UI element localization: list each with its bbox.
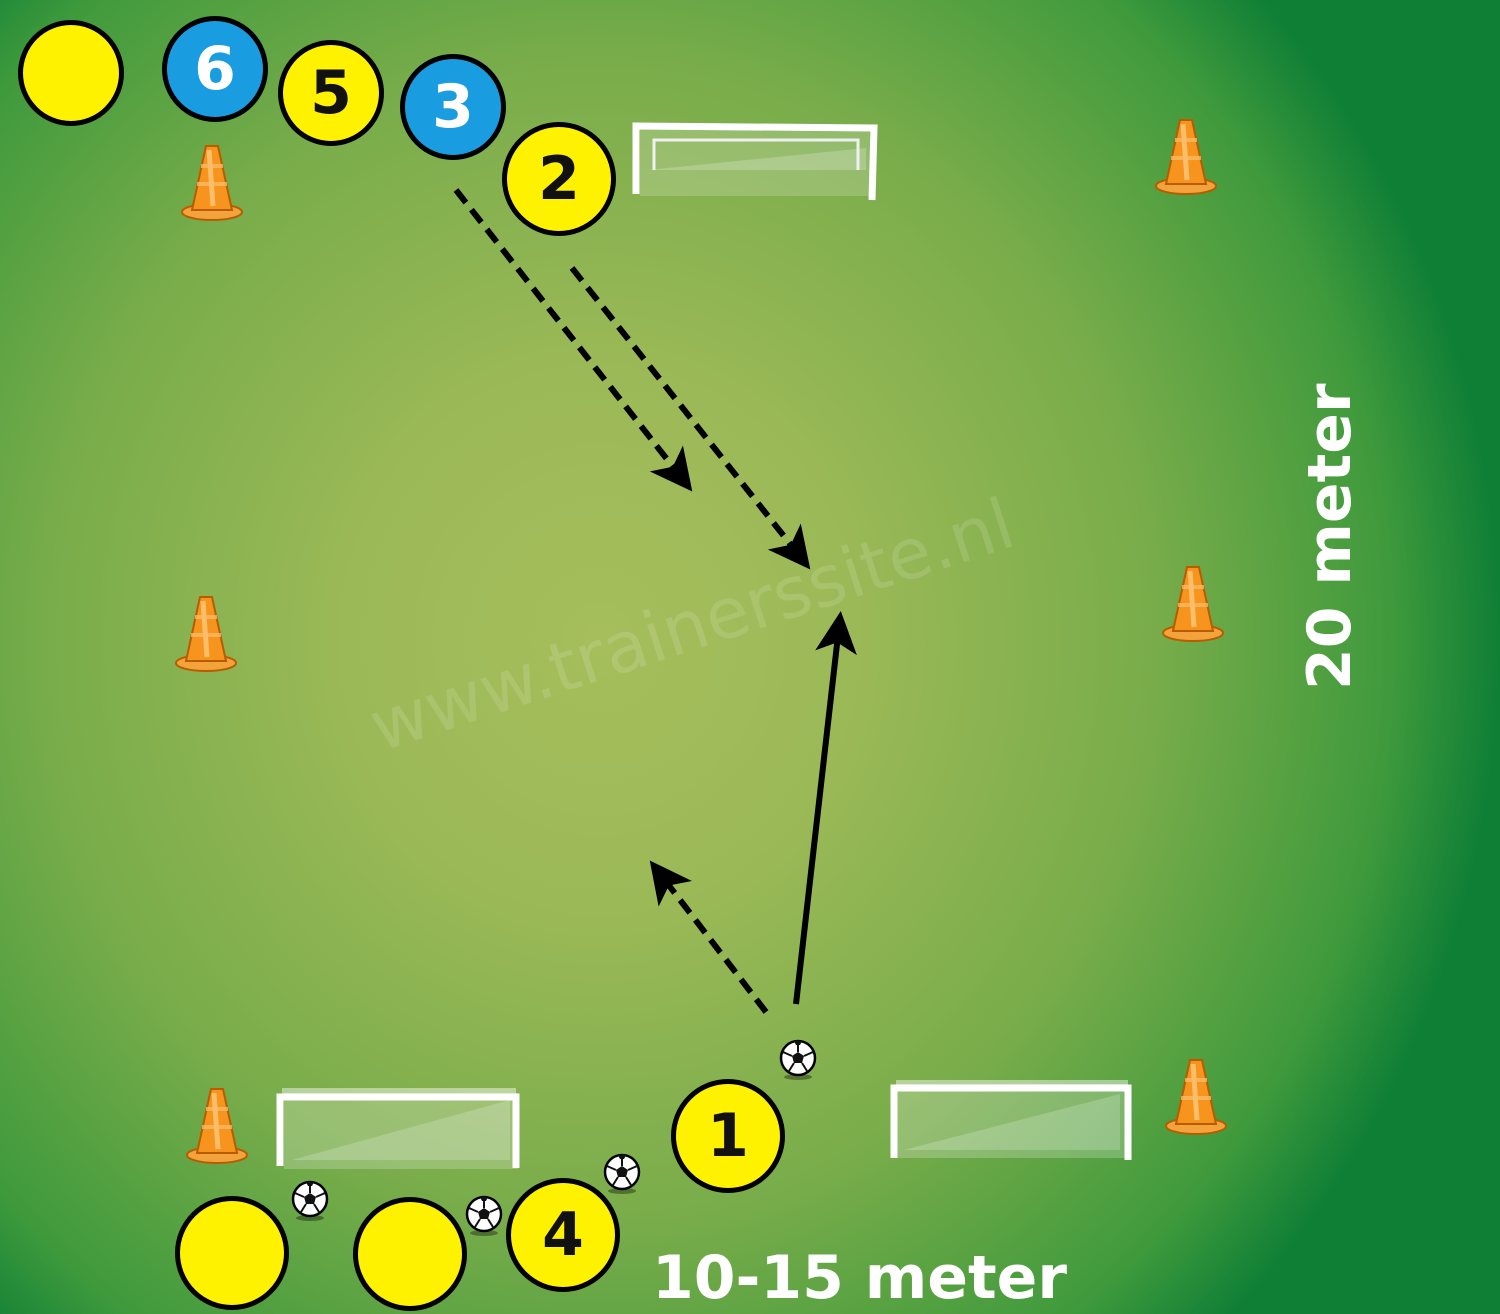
player-marker: 6 (162, 16, 268, 122)
player-marker: 2 (502, 122, 616, 236)
goal-icon (890, 1080, 1132, 1160)
run-arrow (453, 188, 693, 492)
length-label: 20 meter (1295, 383, 1365, 690)
player-number: 3 (432, 72, 474, 142)
player-marker (175, 1196, 289, 1310)
cone-icon (1166, 1060, 1226, 1134)
run-arrow (649, 860, 769, 1014)
player-number: 4 (542, 1200, 584, 1270)
soccer-ball-icon (779, 1039, 817, 1082)
pass-arrow (793, 611, 857, 1005)
run-arrow (569, 266, 811, 570)
player-marker: 4 (506, 1178, 620, 1292)
player-marker: 3 (400, 54, 506, 160)
cone-icon (1163, 567, 1223, 641)
player-number: 6 (194, 34, 236, 104)
width-label: 10-15 meter (652, 1243, 1067, 1313)
player-marker: 1 (671, 1079, 785, 1193)
soccer-ball-icon (291, 1180, 329, 1223)
player-marker (353, 1197, 467, 1311)
player-marker (18, 20, 124, 126)
cone-icon (176, 597, 236, 671)
player-number: 5 (310, 58, 352, 128)
player-marker: 5 (278, 40, 384, 146)
cone-icon (182, 146, 242, 220)
soccer-ball-icon (603, 1153, 641, 1196)
player-number: 1 (707, 1101, 749, 1171)
cone-icon (187, 1089, 247, 1163)
goal-icon (276, 1088, 520, 1169)
goal-icon (632, 122, 878, 201)
player-number: 2 (538, 144, 580, 214)
cone-icon (1156, 120, 1216, 194)
soccer-ball-icon (465, 1195, 503, 1238)
